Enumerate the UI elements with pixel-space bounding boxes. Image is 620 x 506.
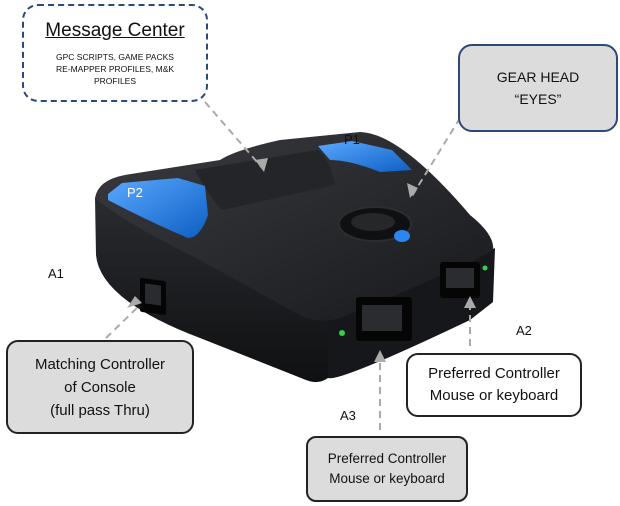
message-center-line2: RE-MAPPER PROFILES, M&K xyxy=(55,63,175,74)
a1-label: A1 xyxy=(48,266,64,281)
message-center-callout: Message Center GPC SCRIPTS, GAME PACKS R… xyxy=(22,4,208,102)
display-panel xyxy=(195,150,335,210)
a1-callout-line3: (full pass Thru) xyxy=(50,401,150,419)
a3-led xyxy=(339,330,345,336)
p1-label: P1 xyxy=(344,132,360,147)
message-center-title: Message Center xyxy=(45,19,185,41)
port-a3 xyxy=(339,297,412,341)
a2-callout-line1: Preferred Controller xyxy=(428,365,560,382)
a3-callout-line2: Mouse or keyboard xyxy=(329,471,445,486)
message-center-line3: PROFILES xyxy=(93,75,137,86)
gear-head-callout: GEAR HEAD “EYES” xyxy=(458,44,618,132)
gear-head-logo xyxy=(338,206,412,242)
a2-callout: Preferred Controller Mouse or keyboard xyxy=(406,353,582,417)
gear-head-line1: GEAR HEAD xyxy=(496,69,580,85)
p2-button xyxy=(108,178,208,238)
message-center-line1: GPC SCRIPTS, GAME PACKS xyxy=(56,51,174,62)
cronus-zen-device: P2 P1 xyxy=(95,132,495,383)
p1-button xyxy=(318,141,412,172)
a2-led xyxy=(482,265,488,271)
port-a1 xyxy=(140,277,166,316)
gear-head-line2: “EYES” xyxy=(514,91,562,107)
a3-callout-line1: Preferred Controller xyxy=(327,451,447,466)
device-front-left-face xyxy=(95,198,330,383)
a1-callout: Matching Controller of Console (full pas… xyxy=(6,340,194,434)
p2-label: P2 xyxy=(127,185,143,200)
a2-label: A2 xyxy=(516,323,532,338)
a3-callout: Preferred Controller Mouse or keyboard xyxy=(306,436,468,502)
a1-callout-line1: Matching Controller xyxy=(34,355,166,373)
arrow-heads xyxy=(127,158,476,362)
arrow-message-center xyxy=(204,101,265,171)
device-top-face xyxy=(95,132,494,321)
arrow-gear-head xyxy=(411,117,461,197)
arrow-a1 xyxy=(105,304,141,339)
a2-callout-line2: Mouse or keyboard xyxy=(429,387,559,404)
a1-callout-line2: of Console xyxy=(64,378,136,396)
port-a2 xyxy=(440,262,488,298)
a3-label: A3 xyxy=(340,408,356,423)
